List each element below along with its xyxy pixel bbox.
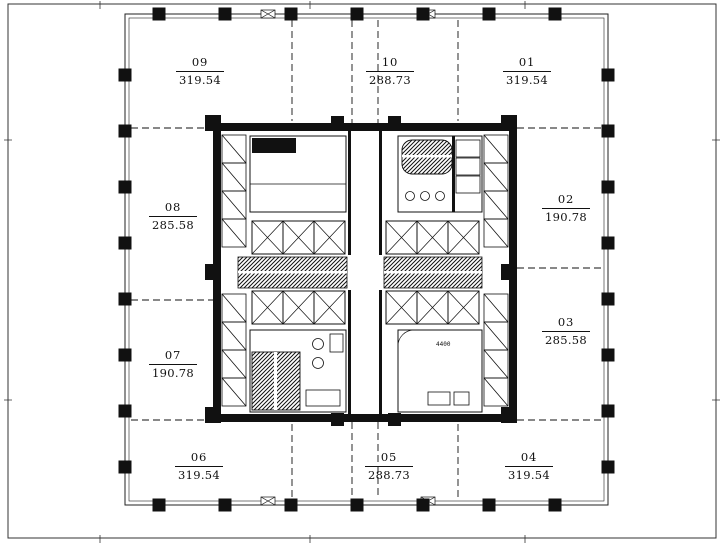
unit-number: 03 bbox=[542, 315, 590, 332]
elevator-bank-left bbox=[251, 220, 346, 325]
central-corridor bbox=[348, 131, 382, 414]
unit-area: 285.58 bbox=[544, 332, 588, 347]
unit-label-05: 05 288.73 bbox=[354, 450, 424, 483]
stair-bottom-left bbox=[249, 329, 347, 413]
unit-label-10: 10 288.73 bbox=[355, 55, 425, 88]
unit-area: 190.78 bbox=[544, 209, 588, 224]
elevator-bank-right bbox=[385, 220, 480, 325]
unit-label-02: 02 190.78 bbox=[531, 192, 601, 225]
service-shafts-right bbox=[483, 134, 509, 407]
unit-label-03: 03 285.58 bbox=[531, 315, 601, 348]
service-core: 4400 bbox=[205, 115, 517, 426]
room-bottom-right: 4400 bbox=[397, 329, 483, 413]
unit-number: 09 bbox=[176, 55, 224, 72]
unit-area: 288.73 bbox=[367, 467, 411, 482]
unit-label-06: 06 319.54 bbox=[164, 450, 234, 483]
unit-number: 08 bbox=[149, 200, 197, 217]
dimension-annotation: 4400 bbox=[436, 341, 451, 348]
unit-area: 190.78 bbox=[151, 365, 195, 380]
core-columns bbox=[205, 115, 517, 426]
service-shafts-left bbox=[221, 134, 247, 407]
structural-columns bbox=[118, 7, 615, 512]
building-facade bbox=[124, 13, 609, 506]
unit-area: 285.58 bbox=[151, 217, 195, 232]
elevator-lobby-left bbox=[237, 256, 348, 289]
unit-area: 288.73 bbox=[368, 72, 412, 87]
elevator-lobby-right bbox=[383, 256, 483, 289]
unit-area: 319.54 bbox=[177, 467, 221, 482]
unit-number: 05 bbox=[365, 450, 413, 467]
unit-label-08: 08 285.58 bbox=[138, 200, 208, 233]
unit-label-01: 01 319.54 bbox=[492, 55, 562, 88]
unit-label-09: 09 319.54 bbox=[165, 55, 235, 88]
frame-ticks bbox=[4, 1, 720, 543]
unit-label-07: 07 190.78 bbox=[138, 348, 208, 381]
unit-number: 01 bbox=[503, 55, 551, 72]
unit-area: 319.54 bbox=[178, 72, 222, 87]
unit-number: 04 bbox=[505, 450, 553, 467]
unit-number: 07 bbox=[149, 348, 197, 365]
unit-area: 319.54 bbox=[505, 72, 549, 87]
unit-label-04: 04 319.54 bbox=[494, 450, 564, 483]
unit-number: 02 bbox=[542, 192, 590, 209]
unit-boundary-lines bbox=[131, 20, 602, 498]
unit-number: 06 bbox=[175, 450, 223, 467]
drawing-frame bbox=[4, 1, 720, 543]
unit-area: 319.54 bbox=[507, 467, 551, 482]
restroom-top-right bbox=[397, 135, 483, 213]
room-top-left bbox=[249, 135, 347, 213]
unit-number: 10 bbox=[366, 55, 414, 72]
